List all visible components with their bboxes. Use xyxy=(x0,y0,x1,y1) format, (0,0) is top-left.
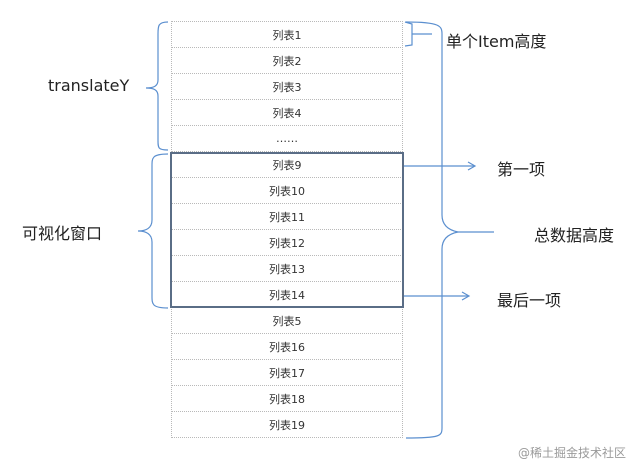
list-row-label: …… xyxy=(276,132,298,145)
visible-window-bracket xyxy=(137,153,169,309)
list-row-label: 列表19 xyxy=(269,418,305,432)
visible-window-label: 可视化窗口 xyxy=(22,224,103,243)
list-row-label: 列表18 xyxy=(269,392,305,406)
list-row: 列表19 xyxy=(171,411,403,438)
total-height-bracket xyxy=(405,21,459,439)
list-row-label: 列表5 xyxy=(272,314,302,328)
list-row: 列表18 xyxy=(171,385,403,412)
single-item-bracket xyxy=(404,21,413,47)
list-row: 列表9 xyxy=(171,151,403,178)
list-row: 列表10 xyxy=(171,177,403,204)
list-row-label: 列表10 xyxy=(269,184,305,198)
first-item-label: 第一项 xyxy=(497,160,546,179)
list-row-label: 列表2 xyxy=(272,54,302,68)
list-row-label: 列表4 xyxy=(272,106,302,120)
list-row: 列表1 xyxy=(171,21,403,48)
list-row-label: 列表9 xyxy=(272,158,302,172)
list-row-label: 列表16 xyxy=(269,340,305,354)
watermark: @稀土掘金技术社区 xyxy=(517,446,626,460)
list-row-label: 列表3 xyxy=(272,80,302,94)
first-item-arrowhead xyxy=(467,161,477,171)
list-row-label: 列表14 xyxy=(269,288,305,302)
list-row-label: 列表12 xyxy=(269,236,305,250)
total-height-label: 总数据高度 xyxy=(534,226,615,245)
list-row: 列表16 xyxy=(171,333,403,360)
list-row: 列表13 xyxy=(171,255,403,282)
translate-y-label: translateY xyxy=(48,76,130,95)
last-item-arrowhead xyxy=(461,291,471,301)
list-row: 列表3 xyxy=(171,73,403,100)
last-item-label: 最后一项 xyxy=(497,291,562,310)
list-row: …… xyxy=(171,125,403,152)
list-row-label: 列表11 xyxy=(269,210,305,224)
list-row-label: 列表13 xyxy=(269,262,305,276)
list-row-label: 列表1 xyxy=(272,28,302,42)
list-row-label: 列表17 xyxy=(269,366,305,380)
translate-y-bracket xyxy=(145,21,169,151)
single-item-height-label: 单个Item高度 xyxy=(446,32,547,51)
